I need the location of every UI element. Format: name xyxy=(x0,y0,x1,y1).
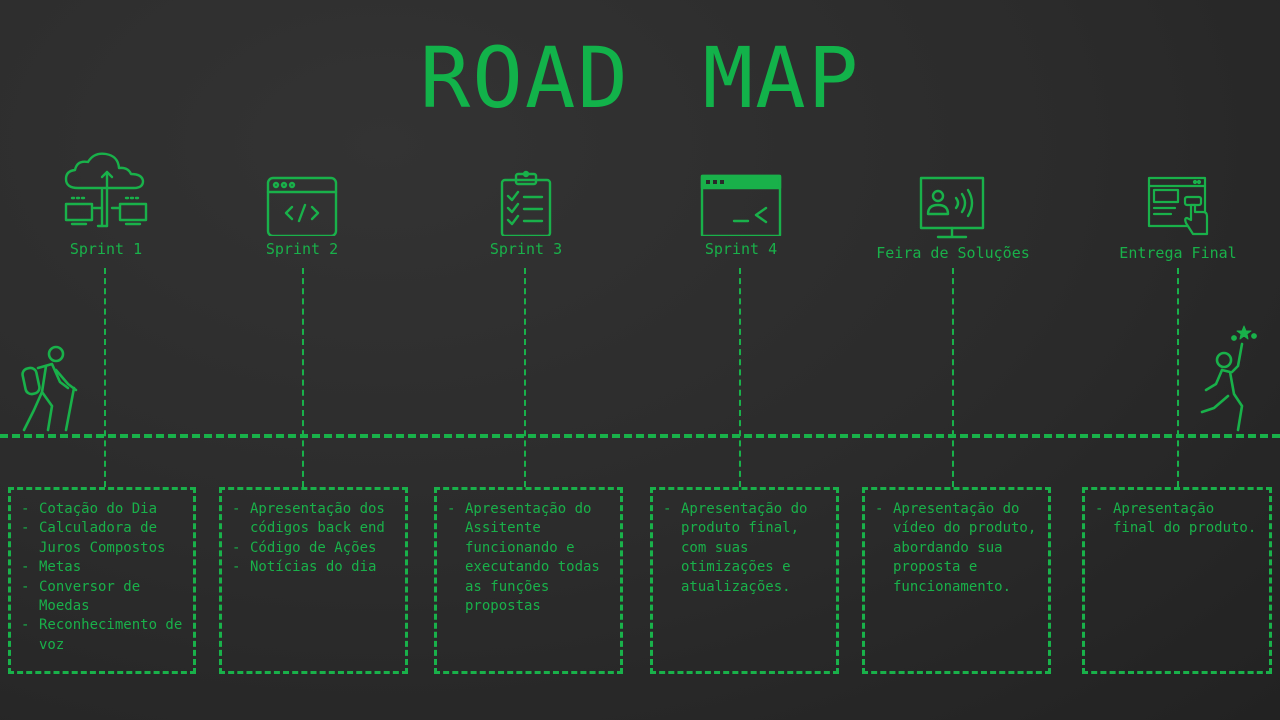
milestone-item-list: Cotação do Dia Calculadora de Juros Comp… xyxy=(21,500,187,655)
milestone-sprint-4: Sprint 4 xyxy=(631,150,851,258)
list-item: Notícias do dia xyxy=(232,558,399,578)
list-item: Código de Ações xyxy=(232,539,399,559)
list-item: Calculadora de Juros Compostos xyxy=(21,519,187,558)
list-item: Apresentação do produto final, com suas … xyxy=(663,500,830,597)
list-item: Apresentação do vídeo do produto, aborda… xyxy=(875,500,1042,597)
milestone-sprint-2: Sprint 2 xyxy=(192,150,412,258)
code-window-icon xyxy=(266,176,338,236)
milestone-label: Sprint 1 xyxy=(69,240,143,258)
list-item: Apresentação do Assitente funcionando e … xyxy=(447,500,614,616)
list-item: Metas xyxy=(21,558,187,578)
list-item: Reconhecimento de voz xyxy=(21,616,187,655)
connector-line xyxy=(952,268,954,487)
cloud-network-icon xyxy=(64,152,148,228)
hiker-icon xyxy=(21,345,78,432)
connector-line xyxy=(104,268,106,487)
page-title: ROAD MAP xyxy=(419,29,861,127)
connector-line xyxy=(739,268,741,487)
milestone-item-list: Apresentação final do produto. xyxy=(1095,500,1263,539)
milestone-sprint-1: Sprint 1 xyxy=(0,150,216,258)
milestone-entrega-final: Entrega Final xyxy=(1068,150,1280,262)
celebrating-person-icon xyxy=(1200,325,1257,432)
terminal-window-icon xyxy=(700,174,782,236)
list-item: Apresentação final do produto. xyxy=(1095,500,1263,539)
milestone-item-list: Apresentação do produto final, com suas … xyxy=(663,500,830,597)
milestone-description-box: Apresentação do Assitente funcionando e … xyxy=(434,487,623,674)
milestone-item-list: Apresentação do vídeo do produto, aborda… xyxy=(875,500,1042,597)
monitor-presenter-icon xyxy=(919,176,985,239)
milestone-description-box: Apresentação dos códigos back end Código… xyxy=(219,487,408,674)
milestone-feira-de-solucoes: Feira de Soluções xyxy=(843,150,1063,262)
checklist-clipboard-icon xyxy=(500,170,552,236)
milestone-description-box: Apresentação final do produto. xyxy=(1082,487,1272,674)
connector-line xyxy=(524,268,526,487)
milestone-item-list: Apresentação dos códigos back end Código… xyxy=(232,500,399,578)
timeline-line xyxy=(0,434,1280,438)
browser-click-icon xyxy=(1147,176,1209,236)
milestone-label: Feira de Soluções xyxy=(876,244,1030,262)
milestone-label: Entrega Final xyxy=(1119,244,1237,262)
milestone-label: Sprint 3 xyxy=(489,240,563,258)
milestone-description-box: Apresentação do vídeo do produto, aborda… xyxy=(862,487,1051,674)
milestone-label: Sprint 4 xyxy=(704,240,778,258)
milestone-description-box: Cotação do Dia Calculadora de Juros Comp… xyxy=(8,487,196,674)
milestone-sprint-3: Sprint 3 xyxy=(416,150,636,258)
list-item: Cotação do Dia xyxy=(21,500,187,520)
list-item: Conversor de Moedas xyxy=(21,578,187,617)
connector-line xyxy=(302,268,304,487)
milestone-description-box: Apresentação do produto final, com suas … xyxy=(650,487,839,674)
milestone-label: Sprint 2 xyxy=(265,240,339,258)
connector-line xyxy=(1177,268,1179,487)
milestone-item-list: Apresentação do Assitente funcionando e … xyxy=(447,500,614,616)
list-item: Apresentação dos códigos back end xyxy=(232,500,399,539)
